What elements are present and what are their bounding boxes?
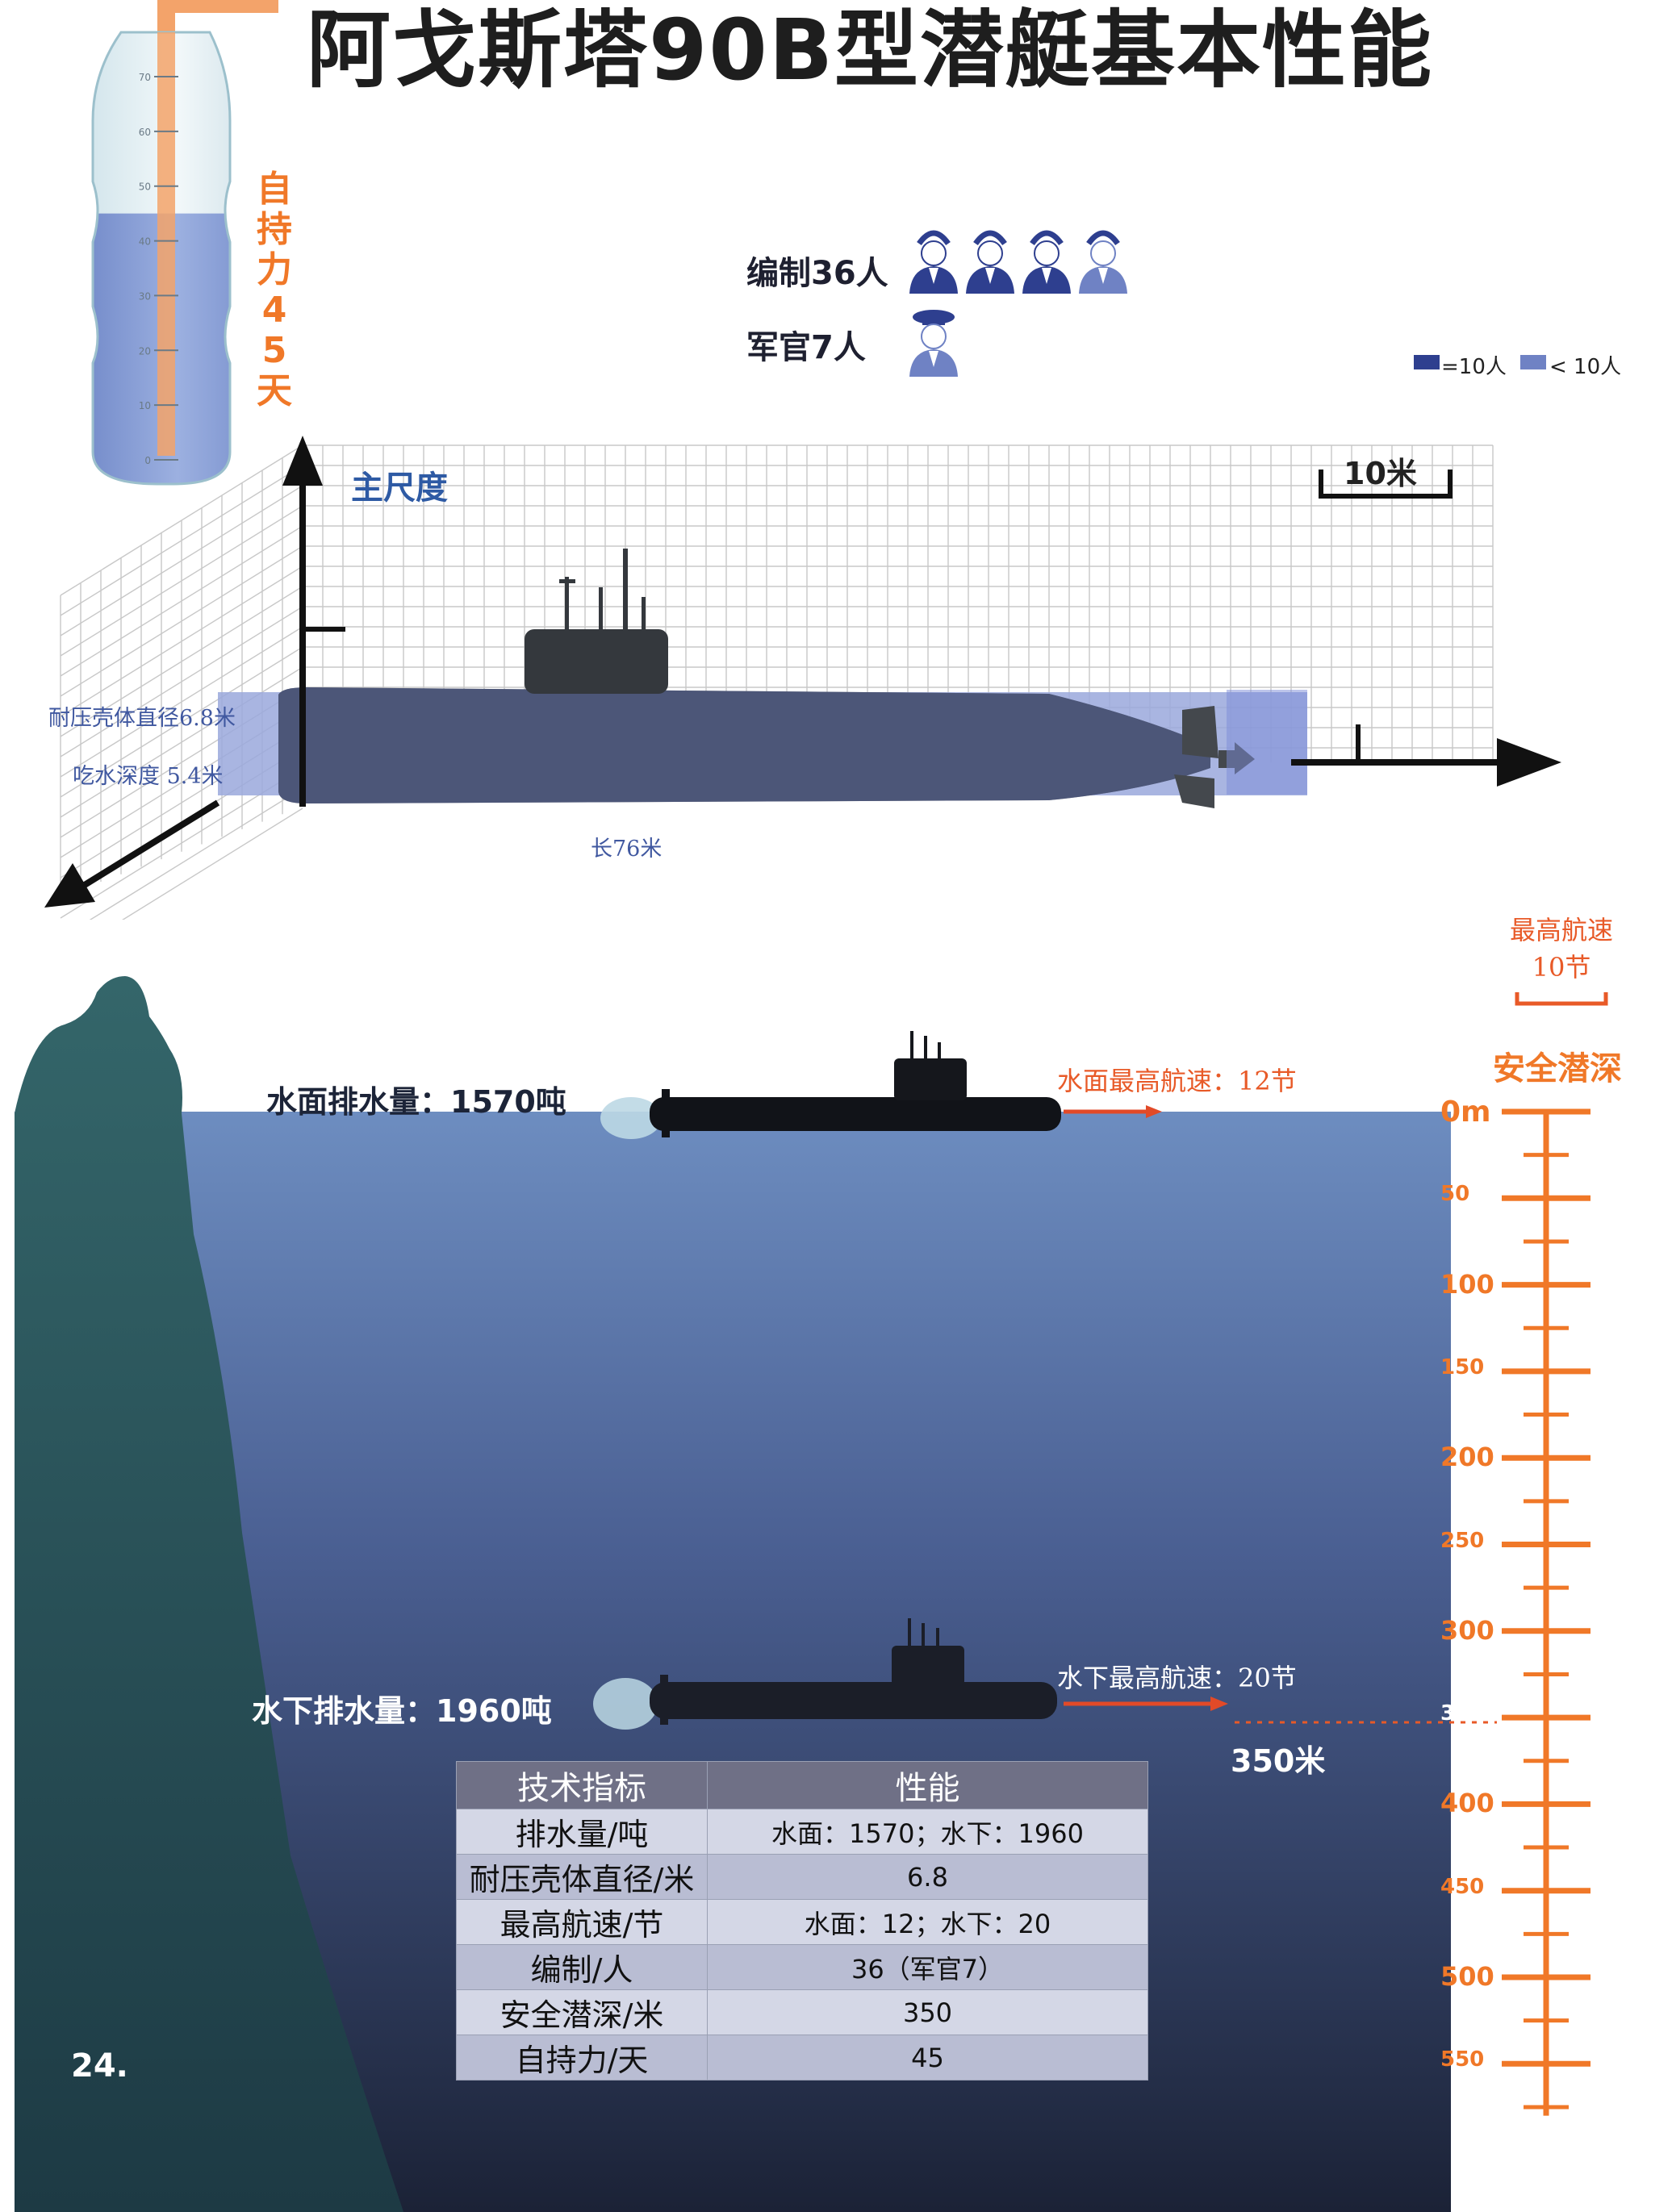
officer-label: 军官7人 <box>746 329 866 366</box>
surface-displacement-label: 水面排水量：1570吨 <box>266 1084 566 1120</box>
bottle-tick-label: 10 <box>139 400 151 411</box>
legend-partial: < 10人 <box>1549 355 1622 379</box>
table-cell-metric: 自持力/天 <box>456 2035 708 2081</box>
depth-tick-label: 450 <box>1440 1874 1485 1899</box>
table-cell-value: 36（军官7） <box>707 1944 1148 1990</box>
depth-tick-label: 400 <box>1440 1788 1494 1819</box>
crew-icon <box>909 230 958 294</box>
dimension-grid <box>44 436 1561 920</box>
table-header-cell: 性能 <box>707 1761 1148 1809</box>
crew-icon <box>1022 230 1071 294</box>
depth-title: 安全潜深 <box>1493 1050 1622 1087</box>
depth-tick-label: 150 <box>1440 1354 1485 1379</box>
bottle-scale: 70 60 50 40 30 20 10 0 <box>139 72 178 466</box>
table-header-cell: 技术指标 <box>456 1761 708 1809</box>
length-label: 长76米 <box>591 837 663 862</box>
bottle-tick-label: 70 <box>139 72 151 83</box>
page-title: 阿戈斯塔90B型潜艇基本性能 <box>307 1 1433 99</box>
table-header-row: 技术指标性能 <box>456 1761 1148 1809</box>
legend-swatch-partial <box>1520 355 1546 369</box>
max-speed-note: 最高航速 10节 <box>1493 910 1630 984</box>
bottle-tick-label: 60 <box>139 127 151 138</box>
officer-icons <box>909 310 958 377</box>
dimensions-title: 主尺度 <box>351 470 448 507</box>
submerged-displacement-label: 水下排水量：1960吨 <box>252 1693 552 1729</box>
table-cell-metric: 排水量/吨 <box>456 1809 708 1855</box>
table-cell-value: 350 <box>707 1989 1148 2035</box>
depth-tick-label: 500 <box>1440 1961 1494 1992</box>
table-cell-value: 6.8 <box>707 1854 1148 1900</box>
depth-tick-label: 200 <box>1440 1442 1494 1473</box>
crew-label: 编制36人 <box>746 255 888 292</box>
table-cell-value: 水面：1570；水下：1960 <box>707 1809 1148 1855</box>
table-cell-metric: 安全潜深/米 <box>456 1989 708 2035</box>
table-row: 最高航速/节水面：12；水下：20 <box>456 1899 1148 1945</box>
bottle-tick-label: 40 <box>139 236 151 248</box>
scale-10m-label: 10米 <box>1344 456 1417 491</box>
sea-section <box>15 976 1608 2212</box>
depth-tick-label: 100 <box>1440 1268 1494 1300</box>
safe-depth-label: 350米 <box>1231 1743 1326 1779</box>
max-speed-note-line2: 10节 <box>1532 952 1591 983</box>
submerged-speed-label: 水下最高航速：20节 <box>1057 1663 1297 1693</box>
surface-submarine <box>600 1031 1162 1139</box>
officer-icon <box>909 310 958 377</box>
bottle-tick-label: 30 <box>139 290 151 302</box>
draft-label: 吃水深度 5.4米 <box>73 764 224 789</box>
depth-tick-label: 50 <box>1440 1182 1470 1207</box>
legend-full: =10人 <box>1441 355 1507 379</box>
bottle-tick-label: 50 <box>139 182 151 193</box>
legend-swatch-full <box>1414 355 1440 369</box>
speed-bracket <box>1515 992 1608 1006</box>
cliff <box>15 976 403 2212</box>
crew-icon <box>1079 230 1127 294</box>
submerged-submarine <box>593 1618 1497 1730</box>
bottle-tick-label: 20 <box>139 345 151 357</box>
table-cell-value: 水面：12；水下：20 <box>707 1899 1148 1945</box>
depth-tick-label: 0m <box>1440 1096 1491 1129</box>
table-cell-value: 45 <box>707 2035 1148 2081</box>
crew-icons <box>909 230 1127 294</box>
depth-tick-label: 250 <box>1440 1528 1485 1553</box>
max-speed-note-line1: 最高航速 <box>1509 915 1613 945</box>
table-cell-metric: 最高航速/节 <box>456 1899 708 1945</box>
depth-tick-label: 300 <box>1440 1614 1494 1646</box>
table-cell-metric: 耐压壳体直径/米 <box>456 1854 708 1900</box>
page-number: 24. <box>71 2047 128 2085</box>
depth-tick-label: 550 <box>1440 2047 1485 2072</box>
submarine-side-view <box>218 549 1307 808</box>
table-cell-metric: 编制/人 <box>456 1944 708 1990</box>
depth-tick-label: 350 <box>1440 1701 1485 1726</box>
bottle-tick-label: 0 <box>144 455 151 466</box>
surface-speed-label: 水面最高航速：12节 <box>1057 1066 1297 1096</box>
depth-ruler <box>1502 1108 1590 2116</box>
crew-icon <box>966 230 1014 294</box>
straw-top <box>157 0 278 13</box>
endurance-bottle-gauge: 70 60 50 40 30 20 10 0 <box>91 0 278 486</box>
table-row: 排水量/吨水面：1570；水下：1960 <box>456 1809 1148 1855</box>
hull-diameter-label: 耐压壳体直径6.8米 <box>48 706 236 731</box>
